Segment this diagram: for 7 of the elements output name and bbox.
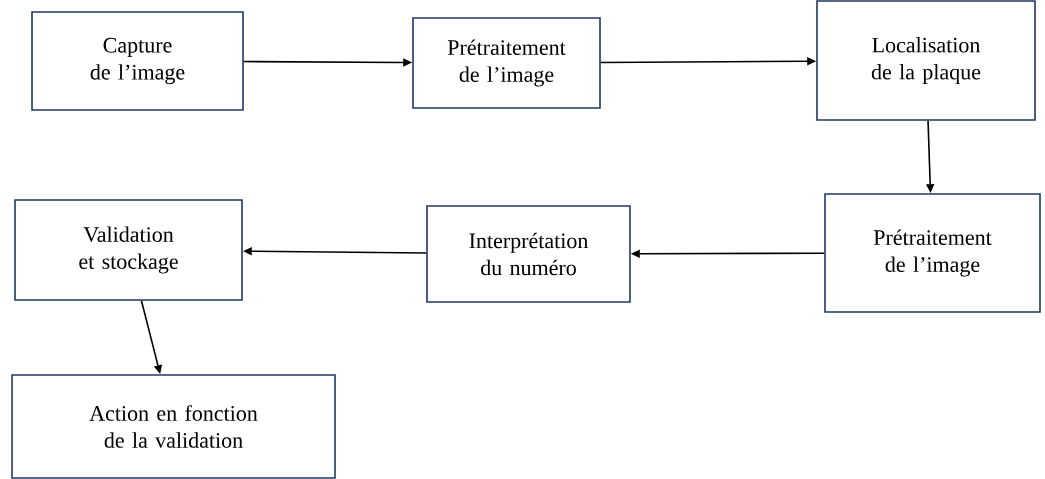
process-box: Capture de l’image: [31, 11, 244, 111]
process-box: Prétraitement de l’image: [824, 193, 1041, 313]
process-box: Action en fonction de la validation: [11, 374, 336, 479]
process-box: Validation et stockage: [14, 199, 243, 301]
process-box: Interprétation du numéro: [426, 205, 631, 303]
process-box: Localisation de la plaque: [816, 0, 1036, 121]
process-box: Prétraitement de l’image: [412, 17, 601, 109]
